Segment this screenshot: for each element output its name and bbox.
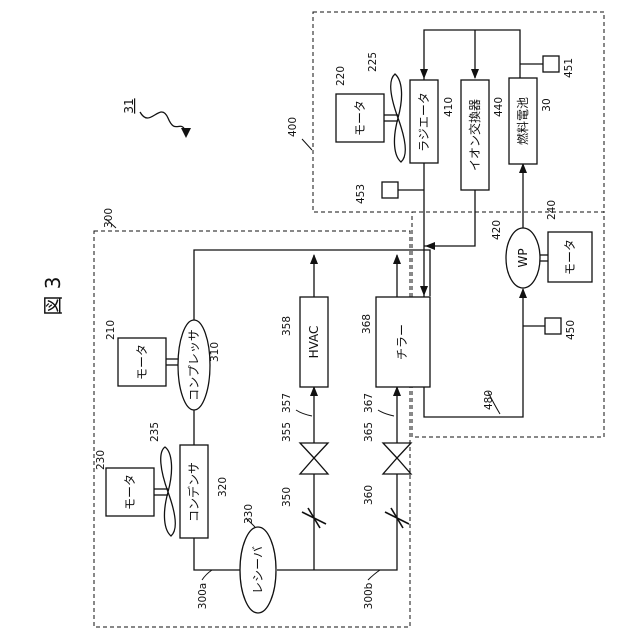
system-ref-arrow — [181, 128, 191, 138]
sensor-453-ref: 453 — [355, 184, 367, 204]
condenser-label: コンデンサ — [186, 462, 201, 522]
fuel-cell-label: 燃料電池 — [515, 97, 530, 145]
arrow-hvac-out — [310, 254, 318, 264]
fan-225-icon — [391, 74, 406, 162]
diagram-rotated: 図 3 31 300 400 モータ 210 — [41, 12, 604, 627]
sensor-453-box — [382, 182, 398, 198]
valve-355-icon-b — [300, 458, 328, 474]
fan-235-icon — [161, 447, 176, 536]
expansion-360-ref: 360 — [363, 485, 375, 505]
fan-225-ref: 225 — [367, 52, 379, 72]
region-400-leader — [302, 139, 312, 150]
arrow-chiller-water-in — [420, 286, 428, 296]
motor-240-ref: 240 — [546, 200, 558, 220]
motor-210-ref: 210 — [105, 320, 117, 340]
pipe-367-ref: 367 — [363, 393, 375, 413]
region-400-ref: 400 — [287, 117, 299, 137]
fuel-cell-ref: 30 — [541, 98, 553, 111]
system-ref-leader — [140, 112, 185, 130]
sensor-450-ref: 450 — [565, 320, 577, 340]
path-300a-leader — [202, 570, 212, 580]
water-pump-label: WP — [516, 248, 530, 267]
receiver-label: レシーバ — [251, 546, 265, 594]
chiller-ref: 368 — [361, 314, 373, 334]
sensor-451-ref: 451 — [563, 58, 575, 78]
arrow-ion-join — [425, 242, 435, 250]
sensor-451-box — [543, 56, 559, 72]
expansion-350-ref: 350 — [281, 487, 293, 507]
pipe-357-leader — [296, 410, 312, 416]
motor-240-label: モータ — [563, 239, 577, 275]
water-pump-ref: 420 — [491, 220, 503, 240]
ion-exchanger-label: イオン交換器 — [467, 99, 482, 171]
line-ion-down — [424, 190, 475, 246]
valve-355-icon — [300, 443, 328, 458]
motor-220-label: モータ — [353, 100, 367, 136]
compressor-label: コンプレッサ — [187, 329, 201, 401]
line-receiver-branch — [277, 474, 397, 570]
radiator-label: ラジエータ — [417, 92, 431, 152]
condenser-ref: 320 — [217, 477, 229, 497]
line-condenser-receiver — [194, 538, 240, 570]
hvac-ref: 358 — [281, 316, 293, 336]
path-300b-leader — [368, 570, 380, 580]
motor-230-ref: 230 — [95, 450, 107, 470]
valve-355-ref: 355 — [281, 422, 293, 442]
arrow-radiator-in — [420, 69, 428, 79]
hvac-label: HVAC — [307, 326, 321, 359]
sensor-450-box — [545, 318, 561, 334]
compressor-ref: 310 — [209, 342, 221, 362]
pipe-367-leader — [378, 410, 394, 416]
line-400-top — [424, 30, 520, 80]
arrow-wp-in — [519, 288, 527, 298]
arrow-chiller-out — [393, 254, 401, 264]
valve-365-icon — [383, 443, 411, 458]
fan-235-ref: 235 — [149, 422, 161, 442]
radiator-ref: 410 — [443, 97, 455, 117]
arrow-ion-in — [471, 69, 479, 79]
valve-365-ref: 365 — [363, 422, 375, 442]
path-300b-ref: 300b — [363, 582, 375, 609]
ion-exchanger-ref: 440 — [493, 97, 505, 117]
motor-220-ref: 220 — [335, 66, 347, 86]
figure-title: 図 3 — [41, 276, 65, 315]
pipe-357-ref: 357 — [281, 393, 293, 413]
motor-210-label: モータ — [135, 344, 149, 380]
valve-365-icon-b — [383, 458, 411, 474]
chiller-label: チラー — [395, 324, 409, 360]
path-300a-ref: 300a — [197, 583, 209, 609]
line-chiller-to-wp — [424, 289, 523, 417]
system-ref: 31 — [122, 98, 136, 113]
motor-230-label: モータ — [123, 474, 137, 510]
